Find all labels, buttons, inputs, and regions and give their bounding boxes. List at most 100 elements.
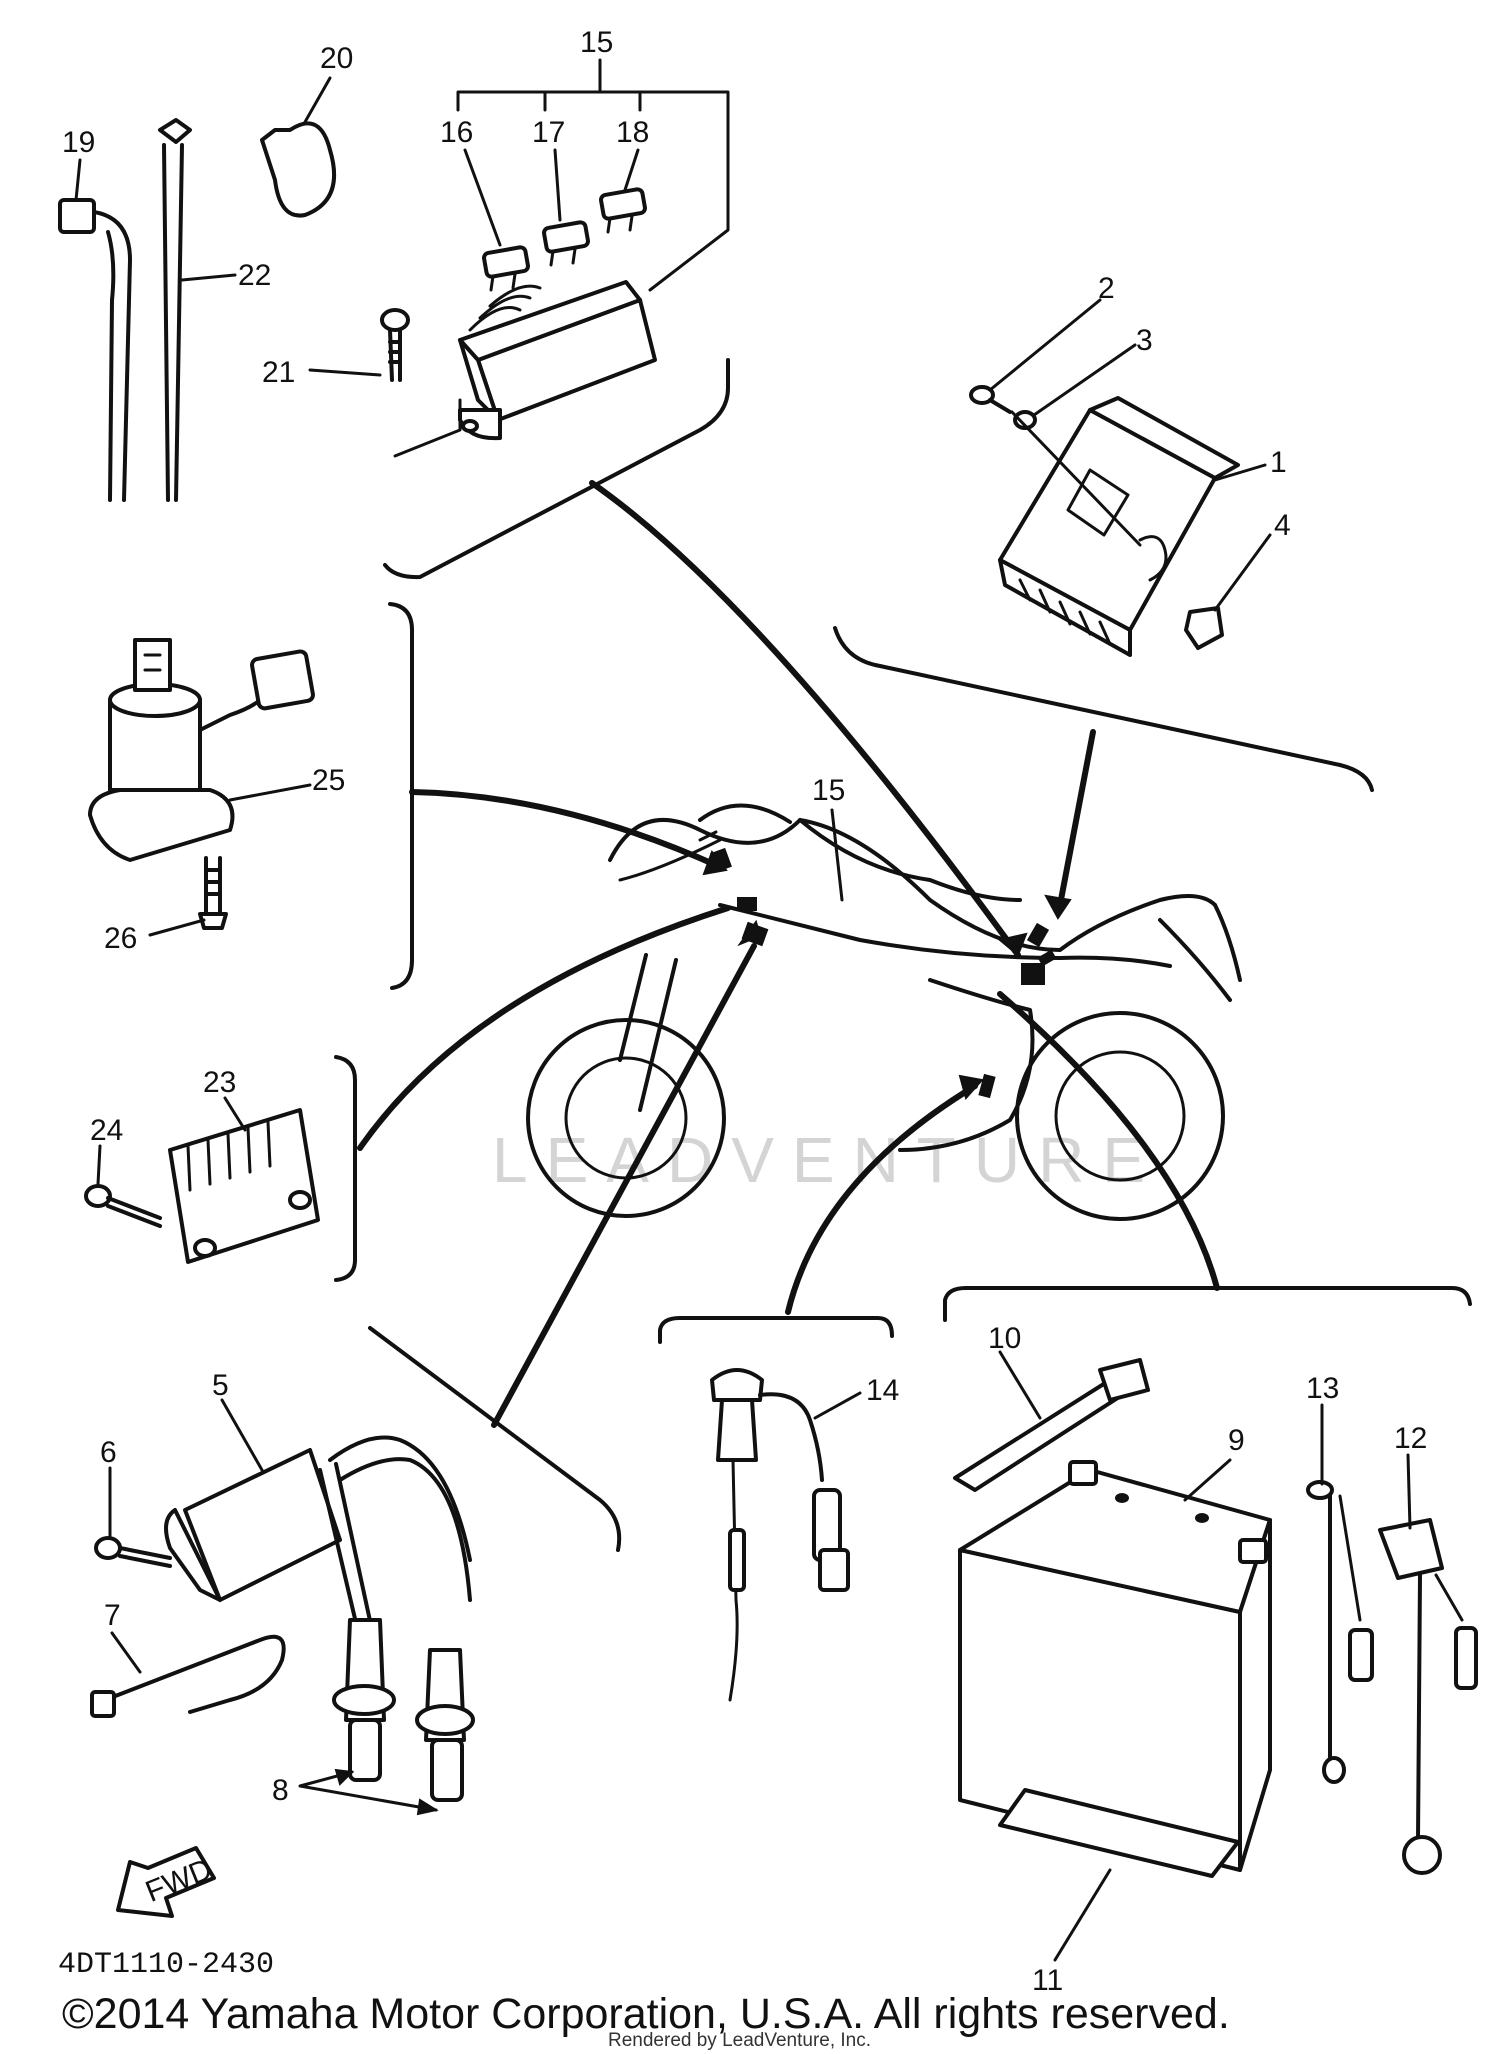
callout-12: 12: [1394, 1422, 1427, 1455]
leader-relay: [589, 480, 1021, 958]
leader-rectifier: [357, 905, 731, 1151]
group-bracket-relay: [383, 358, 730, 580]
group-bracket-main-switch: [388, 602, 414, 990]
relay-box-15: [458, 280, 657, 441]
callout-22: 22: [238, 259, 271, 292]
leader-10: [998, 1350, 1042, 1420]
copyright-notice: ©2014 Yamaha Motor Corporation, U.S.A. A…: [62, 1990, 1230, 2038]
minus-lead-13: [1306, 1480, 1374, 1784]
callout-6: 6: [100, 1436, 117, 1469]
rendered-by-note: Rendered by LeadVenture, Inc.: [608, 2030, 872, 2051]
leader-1: [1213, 463, 1267, 482]
callout-3: 3: [1136, 324, 1153, 357]
leader-12: [1406, 1453, 1412, 1530]
plus-lead-12: [1378, 1518, 1478, 1875]
arrow-cdi-icon: [1044, 894, 1072, 920]
screw-6: [94, 1536, 172, 1568]
leader-7: [110, 1631, 142, 1674]
fuse-17: [542, 220, 590, 267]
callout-23: 23: [203, 1066, 236, 1099]
bolt-2: [969, 385, 1012, 414]
callout-24: 24: [90, 1114, 123, 1147]
callout-4: 4: [1274, 509, 1291, 542]
leader-14: [813, 1391, 862, 1420]
callout-25: 25: [312, 764, 345, 797]
leader-4: [1213, 533, 1272, 612]
main-switch-25: [88, 638, 315, 862]
drawing-code: 4DT1110-2430: [58, 1948, 275, 1982]
leader-25: [228, 783, 312, 802]
screw-26: [198, 856, 228, 930]
callout-9: 9: [1228, 1424, 1245, 1457]
cap-20: [260, 121, 337, 218]
leader-22: [180, 273, 237, 282]
leader-main-switch: [409, 789, 721, 869]
battery-band-10: [953, 1358, 1150, 1492]
leader-15-box: [393, 398, 462, 458]
neutral-switch-14: [710, 1368, 850, 1702]
cable-tie-22: [158, 118, 192, 502]
arrow-neutral-icon: [958, 1074, 984, 1101]
leader-20: [303, 76, 332, 124]
leader-21: [308, 368, 382, 377]
leader-18: [623, 148, 640, 192]
callout-19: 19: [62, 126, 95, 159]
callout-15-top: 15: [580, 26, 613, 59]
cover-4: [1184, 606, 1224, 650]
callout-7: 7: [104, 1599, 121, 1632]
group-bracket-battery: [943, 1286, 1472, 1322]
cdi-unit-1: [998, 396, 1240, 657]
leader-5: [220, 1398, 264, 1472]
group-bracket-neutral: [658, 1316, 894, 1344]
leader-24: [96, 1144, 102, 1186]
leader-2: [988, 298, 1102, 392]
group-bracket-cdi: [833, 626, 1374, 792]
leader-ignition: [491, 943, 757, 1428]
wire-band-19: [58, 198, 132, 502]
callout-17: 17: [532, 116, 565, 149]
callout-13: 13: [1306, 1372, 1339, 1405]
fuse-16: [482, 245, 530, 292]
leader-3: [1032, 343, 1137, 417]
callout-20: 20: [320, 42, 353, 75]
callout-18: 18: [616, 116, 649, 149]
bolt-21: [380, 308, 410, 382]
callout-21: 21: [262, 356, 295, 389]
arrow-8b-icon: [416, 1798, 439, 1816]
leader-neutral: [785, 1083, 978, 1315]
leader-2-cdi: [1010, 410, 1142, 547]
battery-sheet-11: [998, 1788, 1240, 1878]
callout-8: 8: [272, 1774, 289, 1807]
leader-23: [223, 1096, 247, 1132]
ignition-coil-5: [164, 1435, 472, 1642]
leader-cdi: [1057, 729, 1096, 908]
leader-15-top: [456, 58, 730, 292]
battery-9: [958, 1460, 1272, 1872]
band-7: [90, 1634, 286, 1718]
rectifier-regulator-23: [168, 1108, 320, 1264]
callout-26: 26: [104, 922, 137, 955]
callout-14: 14: [866, 1374, 899, 1407]
leader-17: [553, 148, 562, 222]
fuse-18: [599, 187, 647, 234]
group-bracket-ignition: [368, 1326, 622, 1552]
leader-9: [1183, 1458, 1232, 1502]
fwd-arrow-icon: FWD: [116, 1846, 217, 1918]
spark-plug-cap-8: [332, 1618, 475, 1802]
group-bracket-rectifier: [334, 1055, 357, 1282]
callout-11: 11: [1032, 1964, 1063, 1997]
callout-10: 10: [988, 1322, 1021, 1355]
washer-3: [1013, 410, 1037, 430]
callout-2: 2: [1098, 272, 1115, 305]
watermark: LEADVENTURE: [492, 1124, 1163, 1196]
arrow-8a-icon: [334, 1768, 355, 1786]
callout-15-bike: 15: [812, 774, 845, 807]
leader-15-bike: [830, 808, 844, 902]
leader-battery: [997, 991, 1220, 1291]
callout-5: 5: [212, 1369, 229, 1402]
leader-19: [74, 158, 82, 202]
motorcycle-outline: [526, 803, 1242, 1221]
bolt-24: [84, 1184, 162, 1228]
callout-16: 16: [440, 116, 473, 149]
